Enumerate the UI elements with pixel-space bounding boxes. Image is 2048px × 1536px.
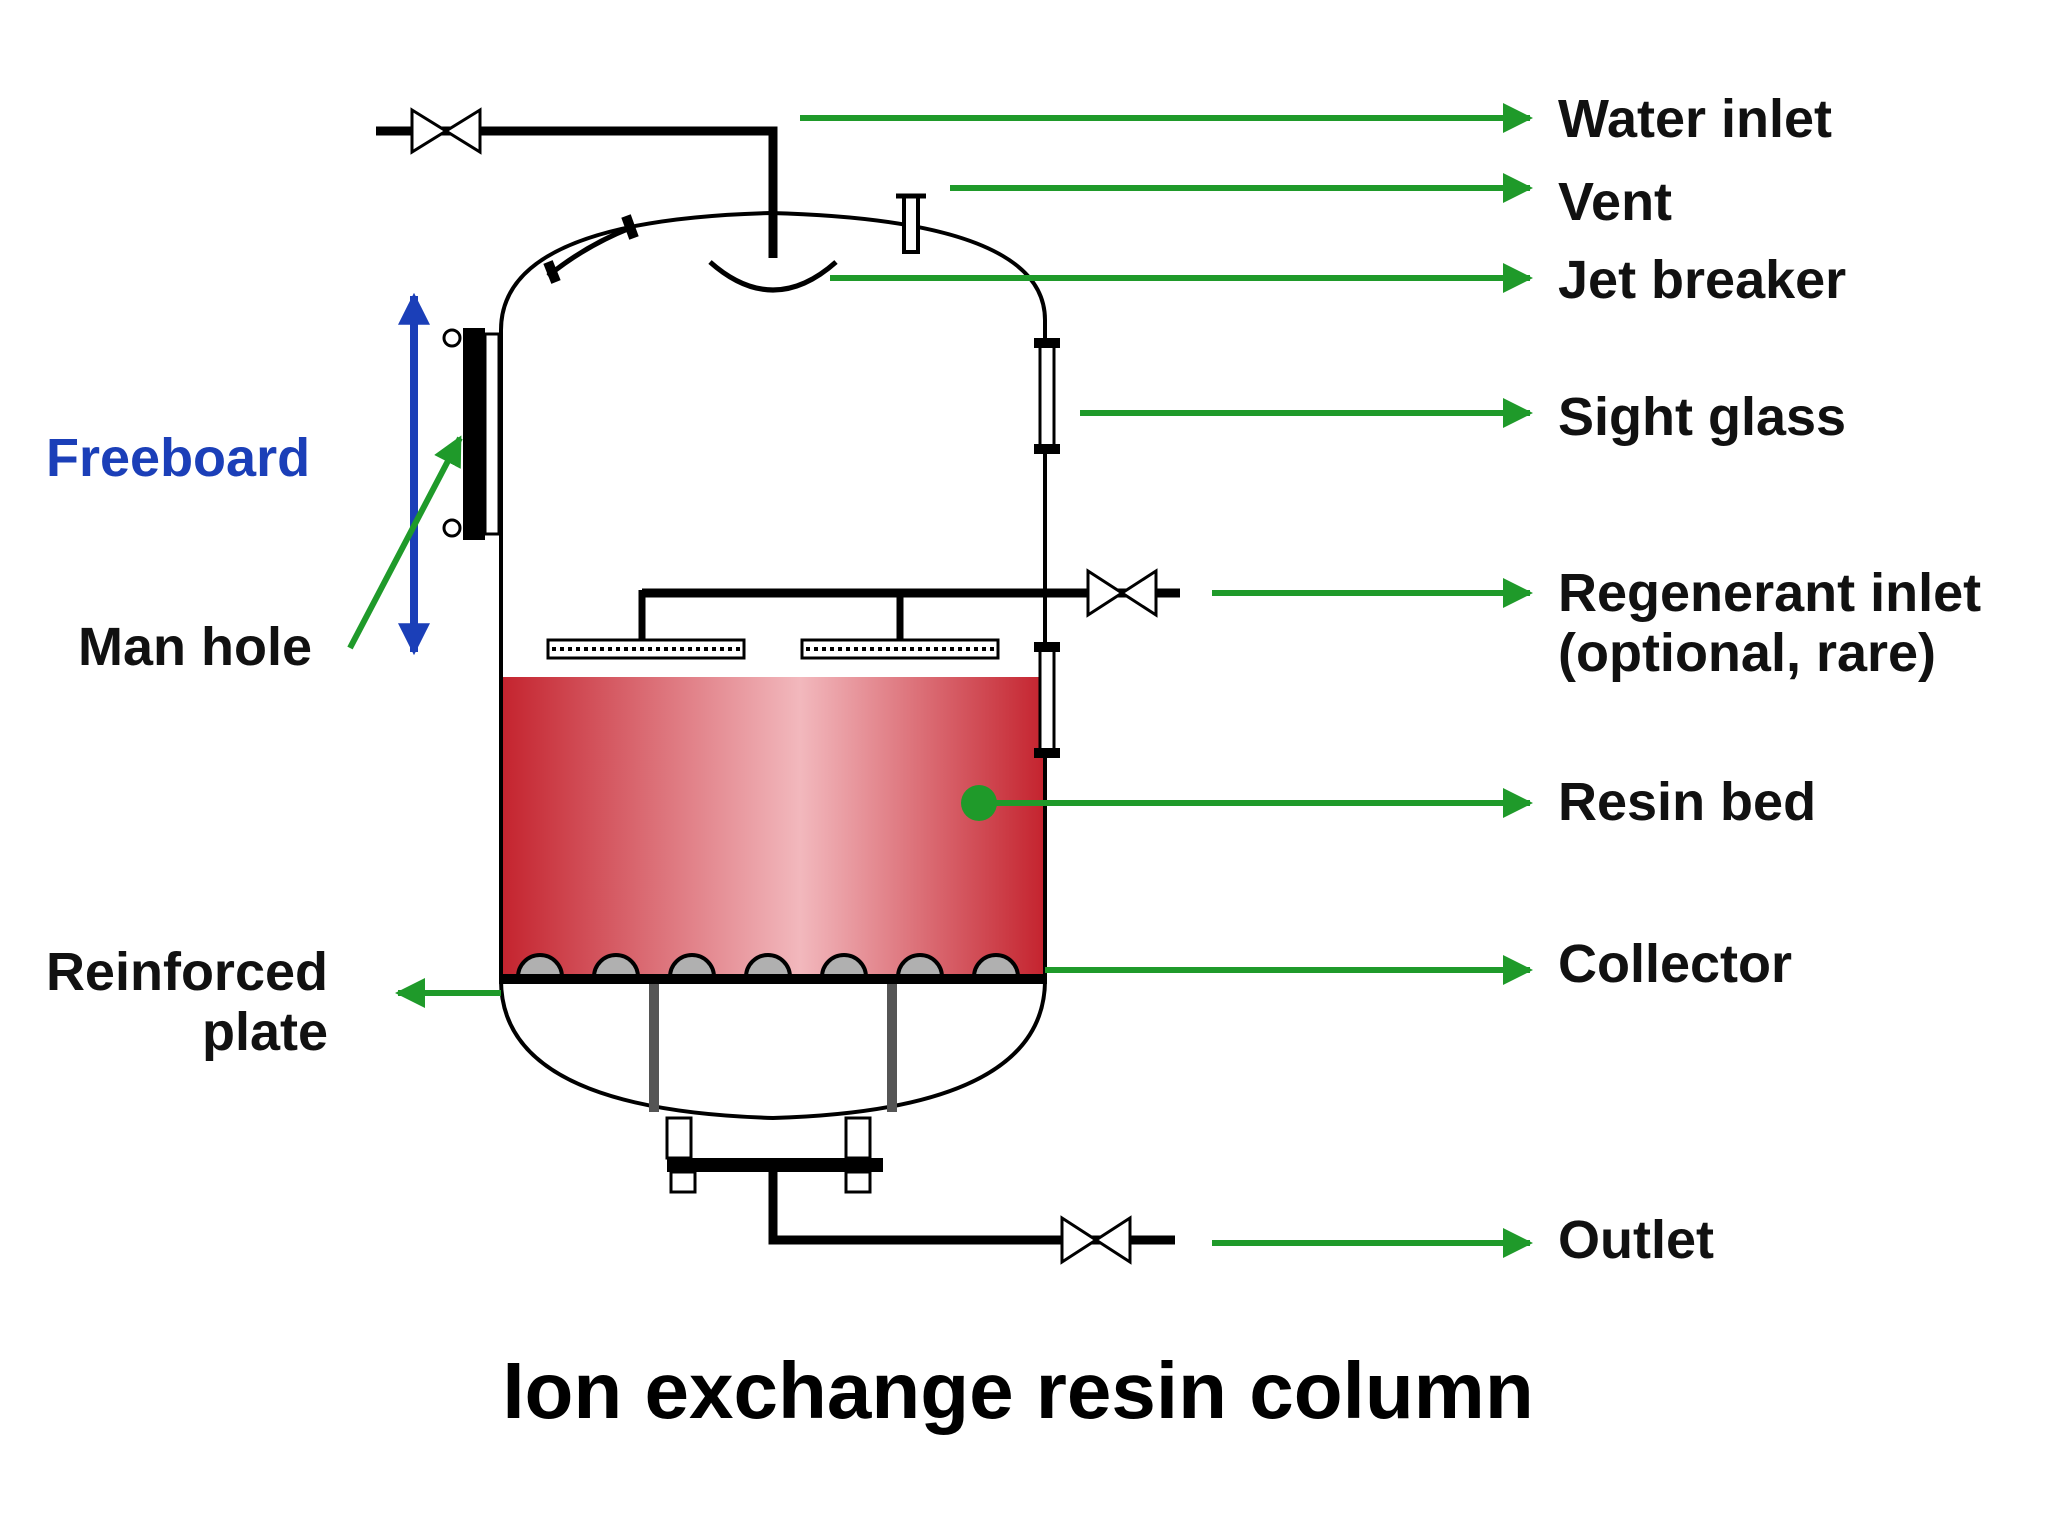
label-plate: plate	[202, 1002, 328, 1062]
resin-bed	[501, 677, 1045, 977]
label-sight-glass: Sight glass	[1558, 387, 1846, 447]
water-inlet-valve	[410, 107, 482, 155]
man-hole-cover	[543, 214, 639, 284]
label-outlet: Outlet	[1558, 1210, 1714, 1270]
jet-breaker	[708, 260, 838, 293]
label-regenerant-inlet: Regenerant inlet	[1558, 563, 1981, 623]
water-inlet-pipe	[376, 107, 778, 258]
arrow-man-hole	[347, 435, 463, 650]
label-collector: Collector	[1558, 934, 1792, 994]
label-jet-breaker: Jet breaker	[1558, 250, 1846, 310]
diagram-caption: Ion exchange resin column	[502, 1346, 1533, 1435]
support-legs	[649, 984, 897, 1112]
label-water-inlet: Water inlet	[1558, 89, 1832, 149]
outlet-valve	[1060, 1215, 1132, 1265]
label-freeboard: Freeboard	[46, 428, 310, 488]
regenerant-inlet-valve	[1086, 568, 1158, 618]
label-reinforced: Reinforced	[46, 942, 328, 1002]
label-vent: Vent	[1558, 172, 1672, 232]
label-man-hole: Man hole	[78, 617, 312, 677]
collector-domes	[515, 953, 1021, 979]
man-hole-flange	[442, 328, 501, 540]
label-resin-bed: Resin bed	[1558, 772, 1816, 832]
label-regenerant-inlet-note: (optional, rare)	[1558, 623, 1936, 683]
arrow-resin-bed	[961, 785, 1533, 821]
regenerant-distributor	[546, 568, 1180, 660]
vent-nozzle	[896, 193, 926, 254]
sight-glass-lower	[1034, 642, 1060, 758]
outlet-pipe	[665, 1116, 1175, 1265]
sight-glass-upper	[1034, 338, 1060, 454]
